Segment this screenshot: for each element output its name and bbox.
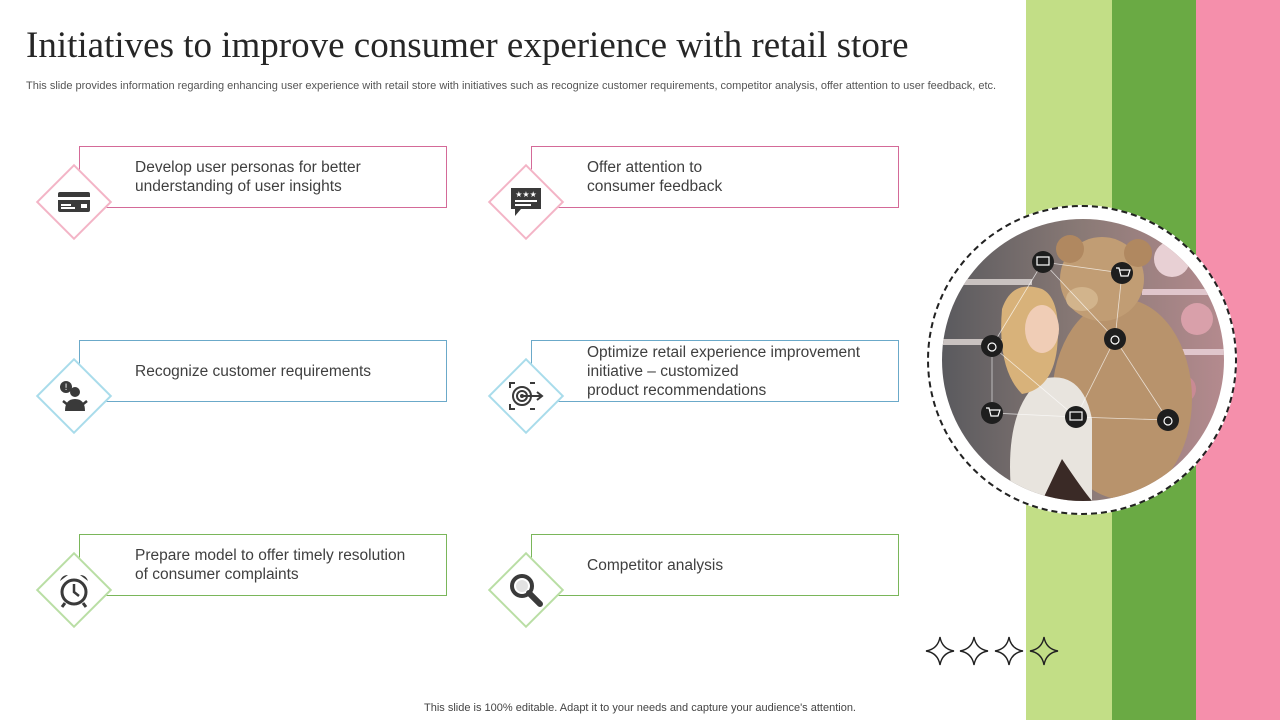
slide-title: Initiatives to improve consumer experien… [26, 25, 909, 66]
card-box: Offer attention to consumer feedback [531, 146, 899, 208]
card-optimize-retail: Optimize retail experience improvement i… [487, 340, 899, 444]
svg-text:!: ! [64, 383, 68, 393]
card-user-personas: Develop user personas for better underst… [35, 146, 447, 250]
credit-card-icon [54, 182, 94, 222]
card-complaint-resolution: Prepare model to offer timely resolution… [35, 534, 447, 638]
card-box: Optimize retail experience improvement i… [531, 340, 899, 402]
card-box: Competitor analysis [531, 534, 899, 596]
card-text: Optimize retail experience improvement i… [587, 343, 861, 399]
slide-footer: This slide is 100% editable. Adapt it to… [424, 702, 856, 714]
rating-feedback-icon: ★★★ [506, 182, 546, 222]
card-text: Develop user personas for better underst… [135, 159, 361, 195]
card-customer-requirements: Recognize customer requirements ! [35, 340, 447, 444]
card-competitor-analysis: Competitor analysis [487, 534, 899, 638]
retail-store-photo [942, 219, 1224, 501]
network-icons [981, 251, 1179, 431]
card-text: Recognize customer requirements [135, 362, 372, 380]
slide-subtitle: This slide provides information regardin… [26, 80, 997, 92]
customer-question-icon: ! [54, 376, 94, 416]
sparkle-decoration [924, 634, 1064, 673]
alarm-clock-icon [54, 570, 94, 610]
card-box: Recognize customer requirements [79, 340, 447, 402]
target-arrow-icon [506, 376, 546, 416]
card-text: Competitor analysis [587, 556, 724, 574]
card-consumer-feedback: Offer attention to consumer feedback ★★★ [487, 146, 899, 250]
svg-text:★★★: ★★★ [515, 190, 537, 199]
card-text: Prepare model to offer timely resolution… [135, 547, 406, 583]
card-box: Develop user personas for better underst… [79, 146, 447, 208]
card-box: Prepare model to offer timely resolution… [79, 534, 447, 596]
card-text: Offer attention to consumer feedback [587, 159, 723, 195]
magnifier-icon [506, 570, 546, 610]
